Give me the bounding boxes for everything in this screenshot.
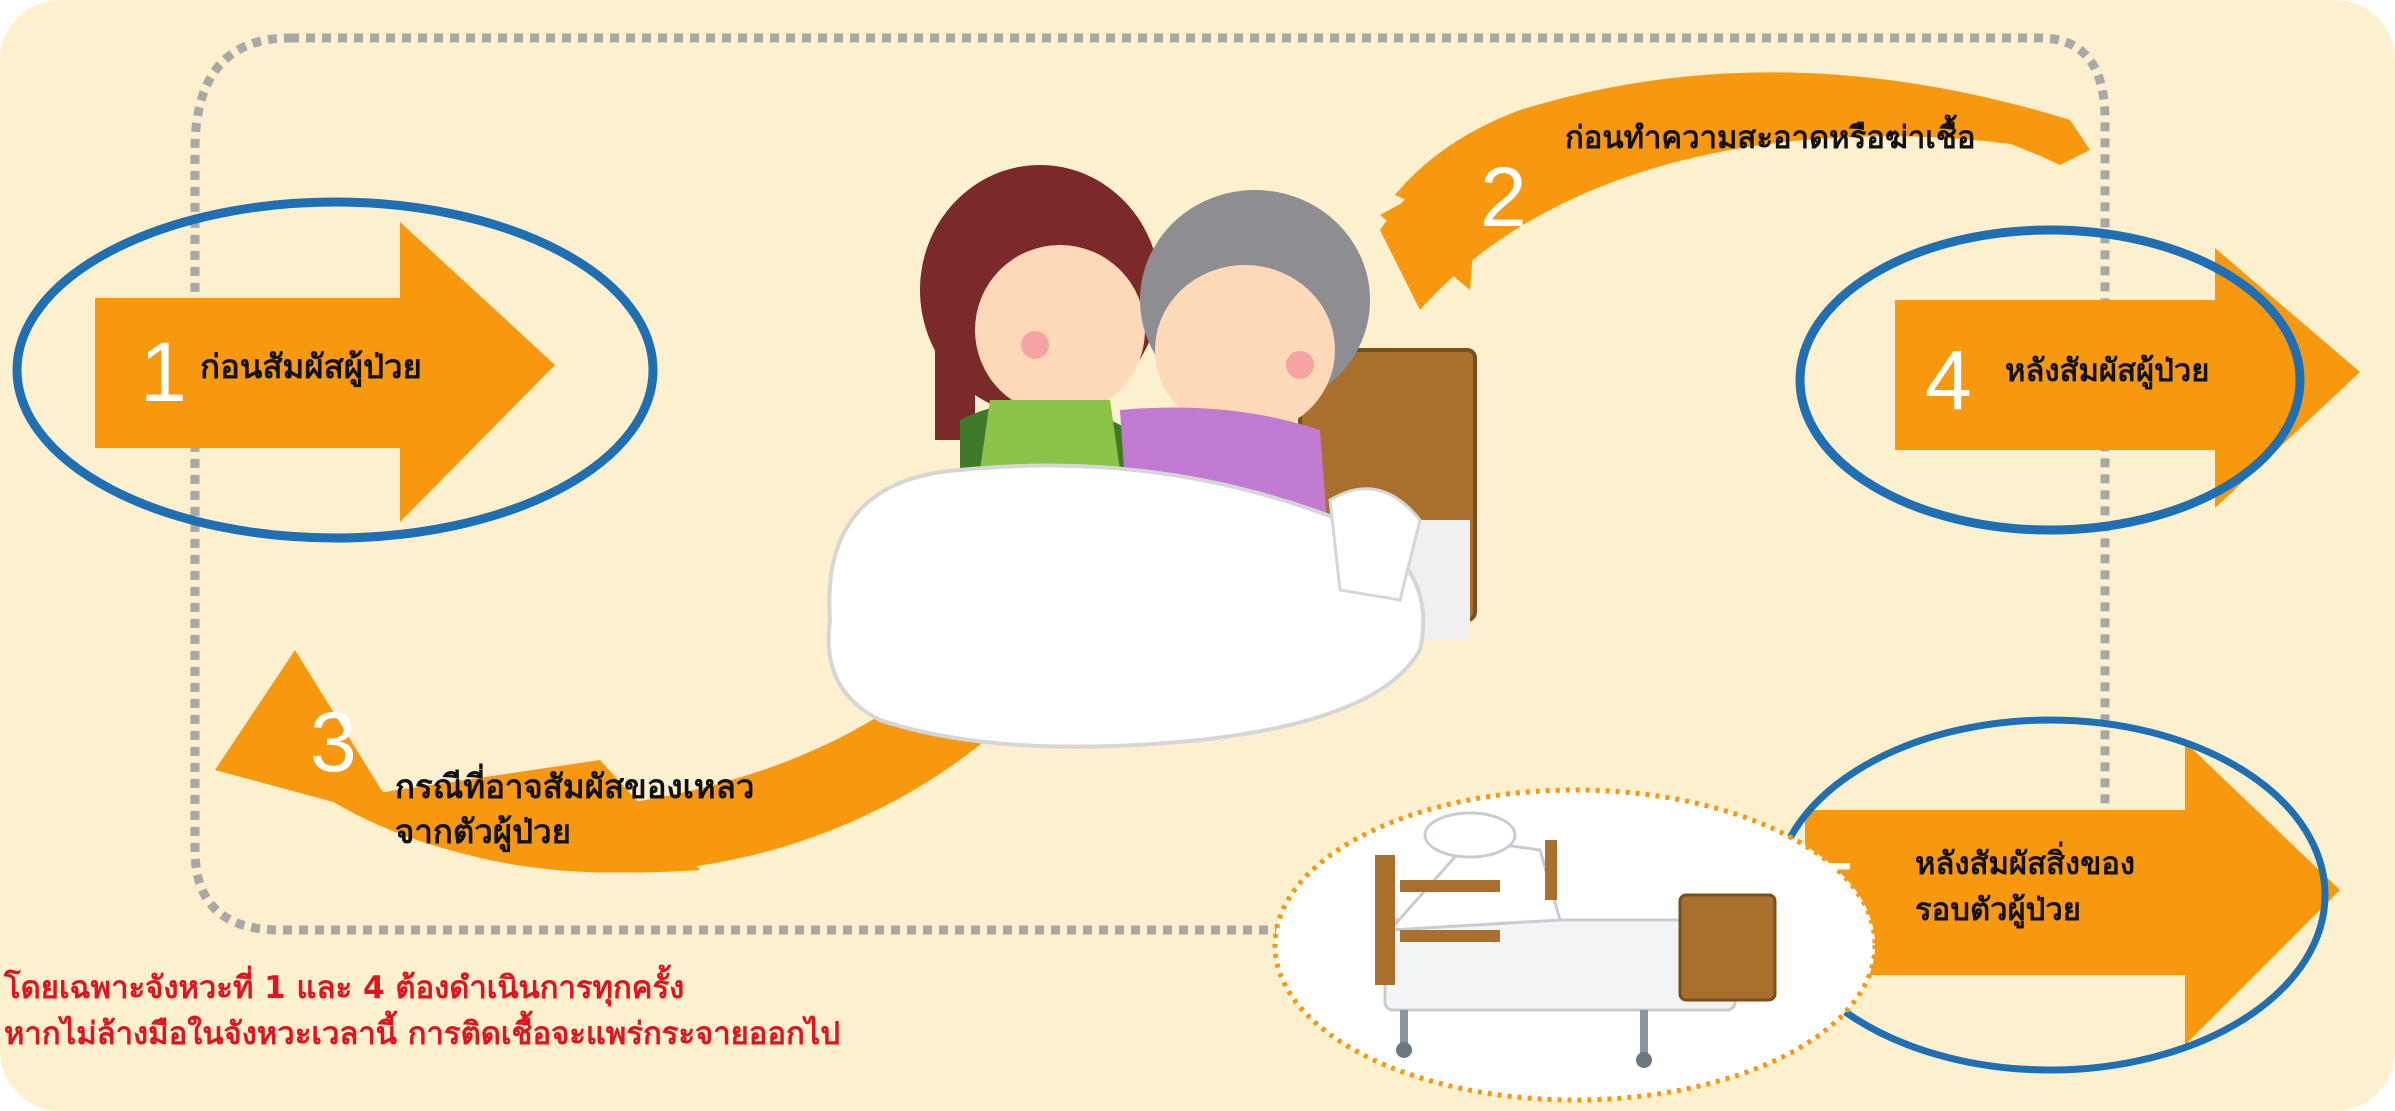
note-line-1: โดยเฉพาะจังหวะที่ 1 และ 4 ต้องดำเนินการท… <box>4 970 685 1006</box>
step-5-label-line2: รอบตัวผู้ป่วย <box>1915 892 2081 928</box>
arrow-3-fill <box>330 760 700 873</box>
arrow-2-body <box>1380 84 2080 310</box>
ring-4 <box>1795 225 2305 535</box>
arrow-2-head <box>1380 160 1480 290</box>
step-1-number: 1 <box>140 325 187 419</box>
arrow-5 <box>1805 742 2340 1045</box>
arrow-4 <box>1895 248 2360 508</box>
caregiver-and-patient-illustration <box>826 165 1477 749</box>
step-4-number: 4 <box>1925 333 1972 427</box>
patient-zone-dotted-border <box>190 33 2110 935</box>
step-5-label-line1: หลังสัมผัสสิ่งของ <box>1915 846 2136 882</box>
ring-1 <box>12 197 658 543</box>
step-3-label-line1: กรณีที่อาจสัมผัสของเหลว <box>395 767 755 806</box>
step-2-label: ก่อนทำความสะอาดหรือฆ่าเชื้อ <box>1565 120 1976 156</box>
step-3-label-line2: จากตัวผู้ป่วย <box>395 812 571 851</box>
arrow-3-head <box>215 650 400 820</box>
step-1-label: ก่อนสัมผัสผู้ป่วย <box>200 347 422 386</box>
hospital-bed-illustration <box>1272 787 1878 1103</box>
step-5-number: 5 <box>1810 845 1857 939</box>
step-2-number: 2 <box>1480 150 1527 244</box>
arrow-1 <box>95 222 555 522</box>
note-line-2: หากไม่ล้างมือในจังหวะเวลานี้ การติดเชื้อ… <box>4 1016 841 1052</box>
step-3-number: 3 <box>310 695 357 789</box>
step-4-label: หลังสัมผัสผู้ป่วย <box>2005 353 2210 389</box>
